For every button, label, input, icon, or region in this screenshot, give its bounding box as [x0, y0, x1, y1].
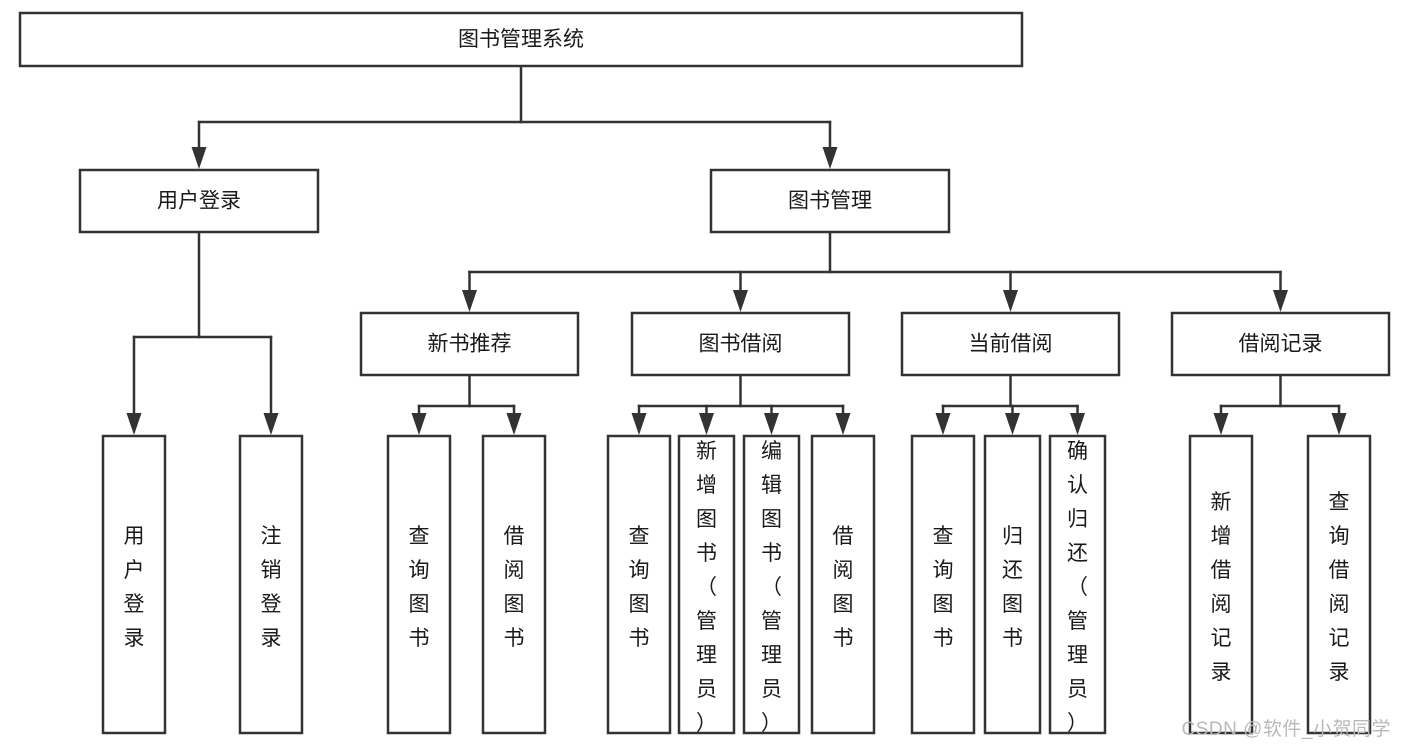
node-box	[386, 434, 452, 735]
node-label: 用户登录	[157, 190, 241, 213]
node-label: 当前借阅	[969, 333, 1053, 356]
connector-group	[935, 373, 1085, 435]
node-box	[1048, 434, 1107, 735]
node-box	[910, 434, 976, 735]
node-label: 新增图书（管理员）	[696, 440, 717, 735]
connector-group	[462, 230, 1288, 312]
node-label: 注销登录	[261, 525, 282, 650]
node-label: 新书推荐	[428, 333, 512, 356]
node-box	[709, 168, 951, 234]
node-box	[742, 434, 801, 735]
node-box	[677, 434, 736, 735]
node-box	[18, 11, 1024, 68]
connector-group	[1213, 373, 1347, 435]
node-box	[359, 311, 580, 377]
node-label: 查询图书	[629, 525, 650, 650]
node-leaf-query-book-2[interactable]: 查询图书	[606, 434, 672, 735]
node-leaf-query-book-1[interactable]: 查询图书	[386, 434, 452, 735]
connector-group	[411, 373, 522, 435]
node-label: 确认归还（管理员）	[1067, 440, 1088, 735]
node-layer: 图书管理系统用户登录图书管理新书推荐图书借阅当前借阅借阅记录用户登录注销登录查询…	[18, 11, 1391, 735]
node-root[interactable]: 图书管理系统	[18, 11, 1024, 68]
node-records[interactable]: 借阅记录	[1170, 311, 1391, 377]
node-label: 新增借阅记录	[1211, 491, 1232, 684]
node-current[interactable]: 当前借阅	[900, 311, 1121, 377]
node-label: 借阅图书	[504, 525, 525, 650]
node-leaf-user-login[interactable]: 用户登录	[101, 434, 167, 735]
node-box	[810, 434, 876, 735]
node-login[interactable]: 用户登录	[78, 168, 320, 234]
node-box	[1306, 434, 1372, 735]
node-label: 用户登录	[124, 525, 145, 650]
node-leaf-add-book[interactable]: 新增图书（管理员）	[677, 434, 736, 735]
node-box	[78, 168, 320, 234]
node-borrow[interactable]: 图书借阅	[630, 311, 851, 377]
node-label: 借阅图书	[833, 525, 854, 650]
connector-group	[631, 373, 851, 435]
node-label: 编辑图书（管理员）	[761, 440, 782, 735]
node-bookmgmt[interactable]: 图书管理	[709, 168, 951, 234]
node-label: 查询图书	[933, 525, 954, 650]
node-leaf-user-logout[interactable]: 注销登录	[238, 434, 304, 735]
node-leaf-borrow-book-1[interactable]: 借阅图书	[481, 434, 547, 735]
node-label: 归还图书	[1002, 525, 1023, 650]
connector-group	[191, 64, 838, 169]
node-leaf-query-record[interactable]: 查询借阅记录	[1306, 434, 1372, 735]
node-box	[900, 311, 1121, 377]
node-label: 图书管理系统	[458, 28, 584, 51]
node-label: 借阅记录	[1239, 333, 1323, 356]
node-box	[101, 434, 167, 735]
node-leaf-query-book-3[interactable]: 查询图书	[910, 434, 976, 735]
node-box	[630, 311, 851, 377]
node-leaf-edit-book[interactable]: 编辑图书（管理员）	[742, 434, 801, 735]
node-box	[983, 434, 1042, 735]
node-leaf-borrow-book-2[interactable]: 借阅图书	[810, 434, 876, 735]
connector-layer	[126, 64, 1347, 435]
node-leaf-return-book[interactable]: 归还图书	[983, 434, 1042, 735]
node-label: 图书借阅	[699, 333, 783, 356]
node-box	[481, 434, 547, 735]
node-box	[1170, 311, 1391, 377]
node-newbook[interactable]: 新书推荐	[359, 311, 580, 377]
node-label: 查询图书	[409, 525, 430, 650]
node-label: 图书管理	[788, 190, 872, 213]
node-label: 查询借阅记录	[1329, 491, 1350, 684]
node-box	[238, 434, 304, 735]
node-leaf-add-record[interactable]: 新增借阅记录	[1188, 434, 1254, 735]
node-box	[606, 434, 672, 735]
node-leaf-confirm-return[interactable]: 确认归还（管理员）	[1048, 434, 1107, 735]
connector-group	[126, 230, 279, 435]
node-box	[1188, 434, 1254, 735]
